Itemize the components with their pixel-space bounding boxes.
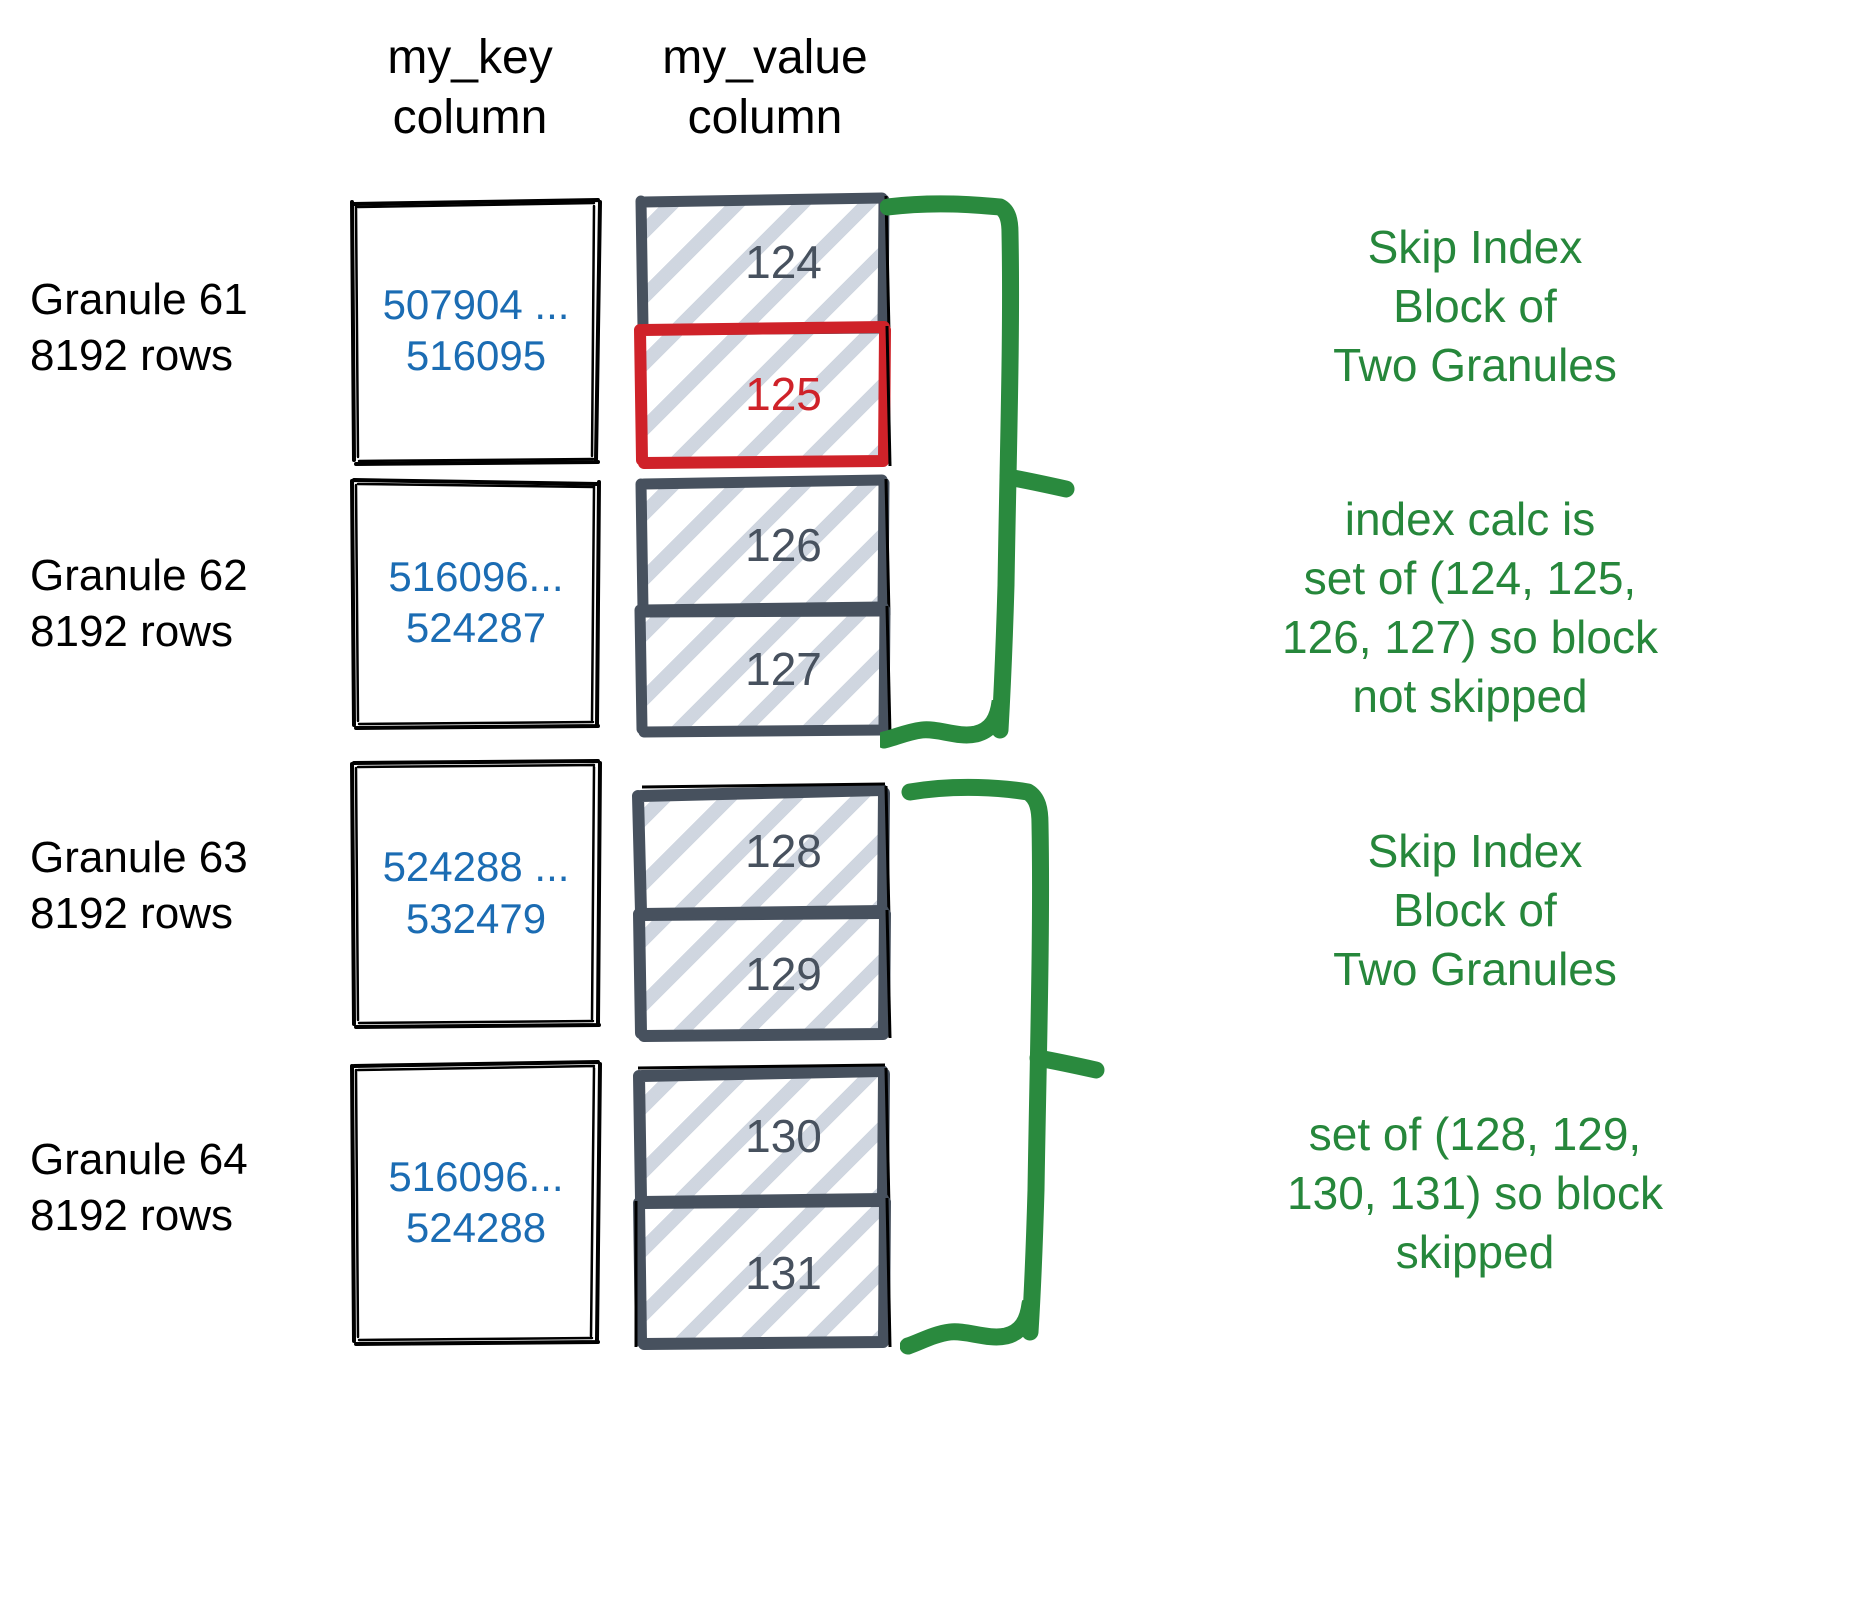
brace-upper-icon <box>880 195 1075 739</box>
value-text-125: 125 <box>745 368 822 420</box>
value-text-129: 129 <box>745 948 822 1000</box>
hand-drawn-rect-icon <box>350 478 601 730</box>
value-cell-131: 131 <box>633 1193 892 1350</box>
value-cell-130: 130 <box>633 1063 891 1209</box>
value-text-131: 131 <box>745 1247 822 1299</box>
my-key-column-header: my_key column <box>387 31 553 144</box>
key-range-text-64: 516096... 524288 <box>388 1152 564 1251</box>
my-value-column-header: my_value column <box>662 31 868 144</box>
hand-drawn-rect-icon <box>350 1060 602 1346</box>
hand-drawn-rect-icon <box>350 759 602 1029</box>
hand-drawn-rect-highlight-icon <box>634 321 892 469</box>
key-range-box-63: 524288 ... 532479 <box>350 759 602 1029</box>
value-text-127: 127 <box>745 643 822 695</box>
annotation-set-block-skipped: set of (128, 129, 130, 131) so block ski… <box>1287 1108 1663 1278</box>
hatch-pattern <box>640 198 885 326</box>
key-range-text-63: 524288 ... 532479 <box>382 843 570 942</box>
value-text-128: 128 <box>745 825 822 877</box>
key-range-text-62: 516096... 524287 <box>388 552 564 651</box>
hand-drawn-rect-icon <box>635 474 891 618</box>
brace-lower-tail-icon <box>900 1300 1039 1355</box>
annotation-index-calc-not-skipped: index calc is set of (124, 125, 126, 127… <box>1282 493 1658 722</box>
granule-label-64: Granule 64 8192 rows <box>30 1135 248 1241</box>
hand-drawn-rect-icon <box>633 905 892 1042</box>
granule-label-61: Granule 61 8192 rows <box>30 275 248 381</box>
key-range-box-61: 507904 ... 516095 <box>350 198 602 466</box>
value-cell-124: 124 <box>635 192 891 336</box>
hatch-pattern <box>640 1072 885 1200</box>
hand-drawn-rect-icon <box>633 1193 892 1350</box>
hatch-pattern <box>640 610 885 728</box>
value-cell-128: 128 <box>632 782 891 921</box>
key-range-box-64: 516096... 524288 <box>350 1060 602 1346</box>
value-cell-125: 125 <box>634 321 892 469</box>
brace-lower-icon <box>901 778 1105 1341</box>
hatch-pattern <box>640 1203 885 1343</box>
hatch-pattern <box>640 482 885 608</box>
value-cell-129: 129 <box>633 905 892 1042</box>
value-cell-127: 127 <box>634 601 892 738</box>
value-text-124: 124 <box>745 236 822 288</box>
value-cell-126: 126 <box>635 474 891 618</box>
granule-label-63: Granule 63 8192 rows <box>30 833 248 939</box>
hatch-pattern <box>640 915 885 1033</box>
brace-upper-tail-icon <box>880 700 1009 749</box>
hand-drawn-rect-icon <box>633 1063 891 1209</box>
value-text-130: 130 <box>745 1110 822 1162</box>
key-range-box-62: 516096... 524287 <box>350 478 601 730</box>
key-range-text-61: 507904 ... 516095 <box>382 280 570 379</box>
hatch-pattern <box>640 790 885 912</box>
hand-drawn-rect-icon <box>350 198 602 466</box>
granule-label-62: Granule 62 8192 rows <box>30 551 248 657</box>
hand-drawn-rect-icon <box>634 601 892 738</box>
hand-drawn-rect-icon <box>632 782 891 921</box>
hand-drawn-rect-icon <box>635 192 891 336</box>
annotation-skip-index-block-lower: Skip Index Block of Two Granules <box>1333 825 1617 995</box>
annotation-skip-index-block-upper: Skip Index Block of Two Granules <box>1333 221 1617 391</box>
hatch-pattern <box>640 330 885 458</box>
value-text-126: 126 <box>745 519 822 571</box>
